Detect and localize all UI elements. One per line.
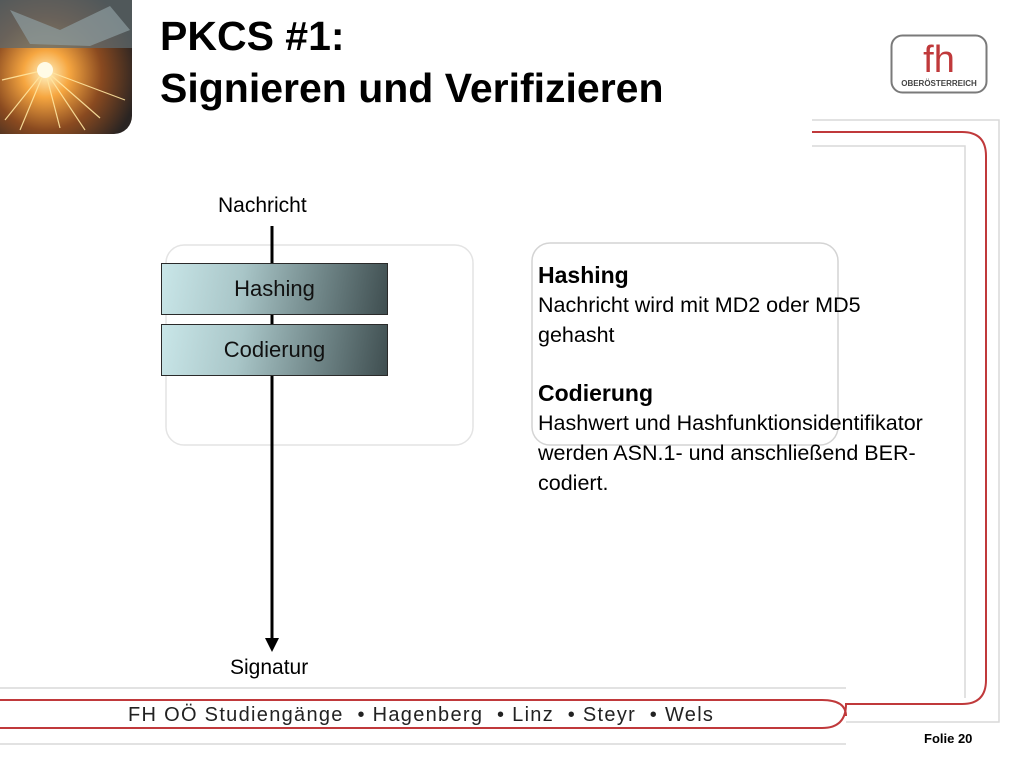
fh-logo: fh OBERÖSTERREICH	[890, 34, 988, 94]
label-signature: Signatur	[230, 656, 309, 679]
step-encoding-box: Codierung	[161, 324, 388, 376]
slide-title: PKCS #1: Signieren und Verifizieren	[160, 10, 664, 114]
step-hashing-box: Hashing	[161, 263, 388, 315]
slide-title-line-1: PKCS #1:	[160, 13, 345, 59]
footer-locations: FH OÖ Studiengänge • Hagenberg • Linz • …	[128, 704, 715, 726]
slide-number: Folie 20	[924, 731, 973, 746]
explanation-heading: Codierung	[538, 380, 653, 406]
fh-logo-graphic: fh OBERÖSTERREICH	[890, 34, 988, 94]
slide-title-line-2: Signieren und Verifizieren	[160, 65, 664, 111]
label-message: Nachricht	[218, 194, 307, 217]
logo-subtitle: OBERÖSTERREICH	[901, 79, 977, 88]
logo-mark: fh	[923, 39, 955, 81]
explanation-panel: Hashing Nachricht wird mit MD2 oder MD5 …	[538, 260, 938, 498]
explanation-heading: Hashing	[538, 262, 629, 288]
explanation-hashing: Hashing Nachricht wird mit MD2 oder MD5 …	[538, 260, 938, 350]
explanation-encoding: Codierung Hashwert und Hashfunktionsiden…	[538, 378, 938, 498]
explanation-text: Hashwert und Hashfunktionsidentifikator …	[538, 411, 923, 495]
header-photo	[0, 0, 132, 134]
laser-sparks-image	[0, 0, 132, 134]
explanation-text: Nachricht wird mit MD2 oder MD5 gehasht	[538, 293, 861, 347]
